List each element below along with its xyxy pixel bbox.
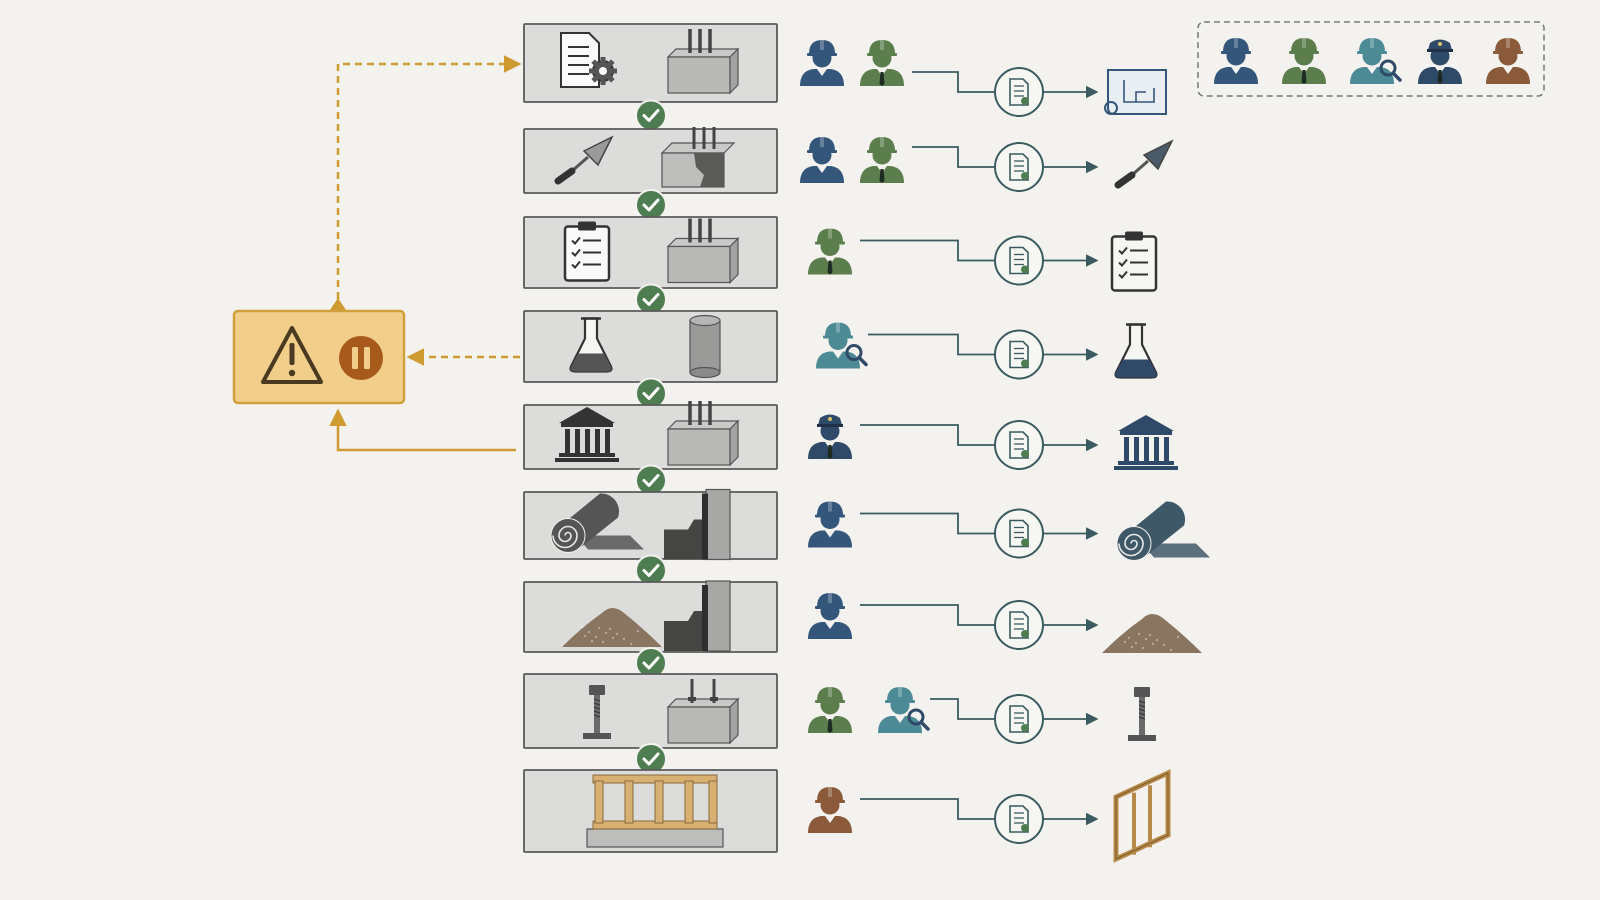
certificate-icon [994,329,1044,380]
certificate-icon [994,142,1044,192]
soil-pile-output-icon [1102,614,1202,653]
backfilled-wall-icon [664,580,731,652]
rebar-foundation-block-icon [666,401,740,467]
alert-connectors [329,55,522,452]
wood-frame-panel-icon [1113,769,1171,863]
certificate-icon [994,67,1044,117]
wood-frame-on-foundation-icon [586,774,724,848]
certificate-icon [994,235,1044,286]
engineer-role-icon [800,40,844,86]
flow-connector [860,239,994,262]
government-building-icon [555,407,619,462]
stage-backfill [523,580,1202,653]
hardhat-worker-icon [1486,38,1530,84]
supervisor-role-icon [808,228,852,275]
supervisor-role-icon [808,687,852,733]
flask-output-icon [1114,323,1158,379]
flow-connector [860,512,994,535]
flow-connector [868,333,994,356]
stage-waterproofing [523,488,1210,561]
bolted-foundation-block-icon [666,679,740,745]
flow-connector [912,71,994,93]
flow-connector [860,604,994,626]
flow-connector [930,698,994,720]
certificate-icon [994,420,1044,470]
membrane-roll-icon [550,493,644,553]
anchor-bolt-output-icon [1128,687,1156,741]
soil-pile-icon [562,608,662,647]
stage-framing [523,769,1171,863]
stage-authority-approval [523,401,1178,470]
flow-connector [860,424,994,446]
role-legend [1197,21,1545,97]
certificate-icon [994,508,1044,559]
certificate-icon [994,600,1044,650]
restart-loop-line [336,55,522,311]
stage-anchor-bolts [523,673,1156,749]
approval-fail-line [329,408,516,452]
inspector-role-icon [878,687,930,733]
stage-design-review [523,23,1167,117]
step-passed-check-icon [635,554,667,587]
certificate-icon [994,694,1044,744]
rebar-foundation-block-icon [666,29,740,95]
stage-concrete-repair [523,127,1174,194]
supervisor-role-icon [860,40,904,86]
flow-connector [912,146,994,168]
stage-checklist-inspection [523,216,1158,292]
rebar-foundation-block-icon [666,218,740,284]
trowel-icon [554,135,614,185]
official-role-icon [808,414,852,459]
step-passed-check-icon [635,464,667,497]
hardhat-worker-icon [1214,38,1258,84]
step-passed-check-icon [635,189,667,221]
step-passed-check-icon [635,283,667,316]
damaged-concrete-icon [660,127,736,188]
clipboard-output-icon [1110,231,1158,292]
warning-triangle-icon [261,326,323,384]
pause-icon [339,336,383,380]
stage-lab-testing [523,310,1158,383]
inspector-magnifier-icon [1350,38,1402,84]
blueprint-icon [1104,69,1167,115]
flask-icon [569,317,613,373]
engineer-role-icon [800,137,844,183]
hardhat-tie-worker-icon [1282,38,1326,84]
waterproofed-wall-icon [664,488,731,561]
clipboard-checklist-icon [563,221,611,282]
concrete-cylinder-icon [689,314,721,379]
alert-hold-box [232,309,406,405]
engineer-role-icon [808,593,852,639]
carpenter-role-icon [808,787,852,833]
document-gear-icon [560,32,617,88]
trowel-output-icon [1114,139,1174,189]
supervisor-role-icon [860,137,904,183]
government-building-output-icon [1114,415,1178,470]
flow-connector [860,798,994,820]
engineer-role-icon [808,501,852,548]
step-passed-check-icon [635,377,667,410]
certificate-icon [994,794,1044,844]
police-cap-icon [1418,39,1462,84]
inspector-role-icon [816,322,868,369]
step-passed-check-icon [635,99,667,132]
anchor-bolt-icon [583,685,611,739]
membrane-roll-output-icon [1116,501,1210,561]
